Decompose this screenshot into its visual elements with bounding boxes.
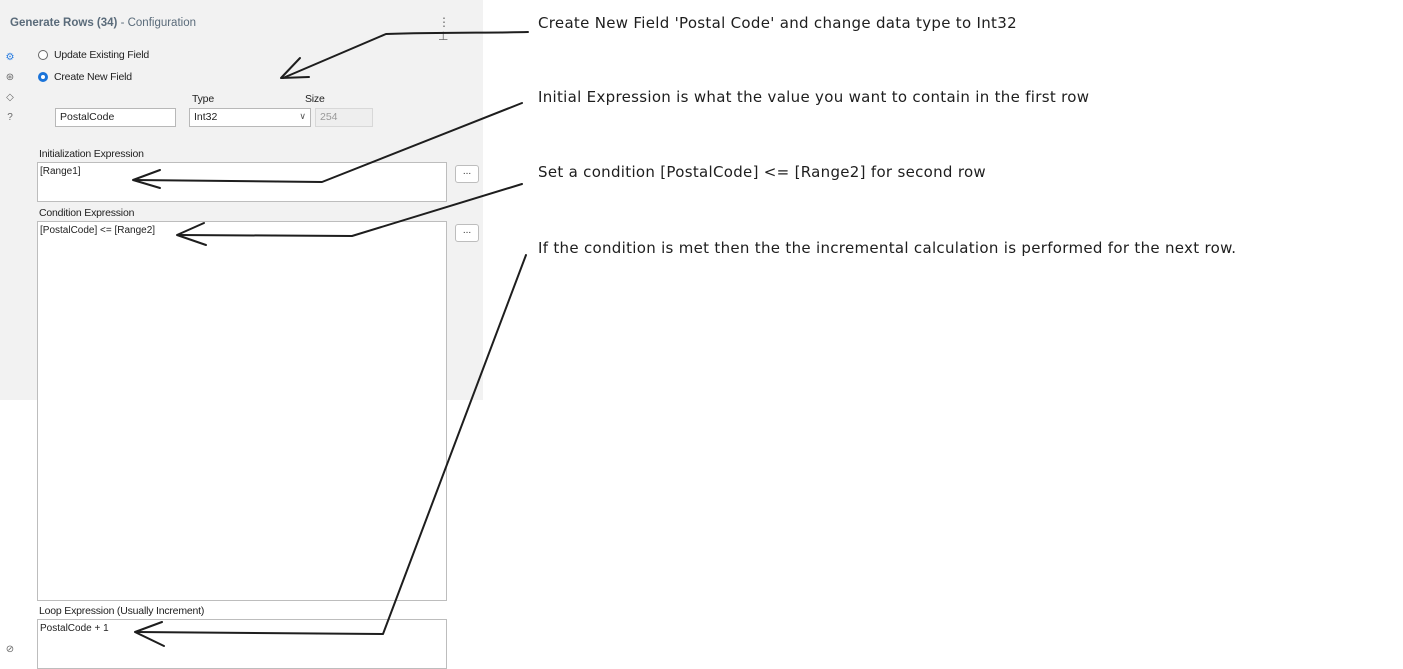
- initialization-expression-label: Initialization Expression: [39, 148, 144, 160]
- side-toolbar: ⚙ ⊛ ◇ ?: [4, 52, 18, 132]
- panel-title: Generate Rows (34) - Configuration: [10, 17, 196, 29]
- field-name-input[interactable]: PostalCode: [55, 108, 176, 127]
- panel-lower-margin: [0, 400, 10, 669]
- arrow-line-3: [177, 183, 523, 237]
- radio-button[interactable]: [38, 50, 48, 60]
- size-input[interactable]: 254: [315, 108, 373, 127]
- gear-icon[interactable]: ⚙: [5, 52, 15, 63]
- type-select[interactable]: Int32 ∨: [189, 108, 311, 127]
- header-menu-and-pin-icons[interactable]: ⋮ ⊥: [438, 15, 462, 43]
- help-icon[interactable]: ?: [7, 112, 13, 123]
- panel-header: [0, 12, 483, 34]
- chevron-down-icon: ∨: [299, 111, 306, 121]
- annotation-note-4: If the condition is met then the the inc…: [538, 239, 1237, 257]
- condition-expression-editor[interactable]: [PostalCode] <= [Range2]: [37, 221, 447, 601]
- arrowhead-2: [132, 169, 161, 189]
- condition-expression-label: Condition Expression: [39, 207, 135, 219]
- initialization-expression-editor[interactable]: [Range1]: [37, 162, 447, 202]
- annotation-note-3: Set a condition [PostalCode] <= [Range2]…: [538, 163, 986, 181]
- arrowhead-1: [280, 57, 310, 79]
- radio-update-existing-field[interactable]: Update Existing Field: [38, 48, 149, 62]
- size-label: Size: [305, 93, 325, 105]
- arrow-line-4: [135, 254, 527, 635]
- loop-expression-label: Loop Expression (Usually Increment): [39, 605, 205, 617]
- arrowhead-4: [134, 621, 165, 647]
- tag-icon[interactable]: ◇: [6, 92, 14, 103]
- type-select-value: Int32: [194, 111, 218, 123]
- radio-label: Update Existing Field: [54, 49, 150, 61]
- radio-label: Create New Field: [54, 71, 132, 83]
- check-circle-icon[interactable]: ⊘: [5, 644, 15, 655]
- radio-create-new-field[interactable]: Create New Field: [38, 70, 132, 84]
- arrow-circle-icon[interactable]: ⊛: [5, 72, 15, 83]
- arrow-line-2: [134, 102, 523, 183]
- annotation-note-2: Initial Expression is what the value you…: [538, 88, 1090, 106]
- init-expression-builder-button[interactable]: ...: [455, 165, 479, 183]
- condition-expression-builder-button[interactable]: ...: [455, 224, 479, 242]
- type-label: Type: [192, 93, 214, 105]
- annotation-note-1: Create New Field 'Postal Code' and chang…: [538, 14, 1017, 32]
- configuration-panel: Generate Rows (34) - Configuration ⋮ ⊥ ⚙…: [0, 0, 483, 669]
- arrow-line-1: [282, 31, 529, 79]
- arrowhead-3: [176, 222, 207, 246]
- radio-button-selected[interactable]: [38, 72, 48, 82]
